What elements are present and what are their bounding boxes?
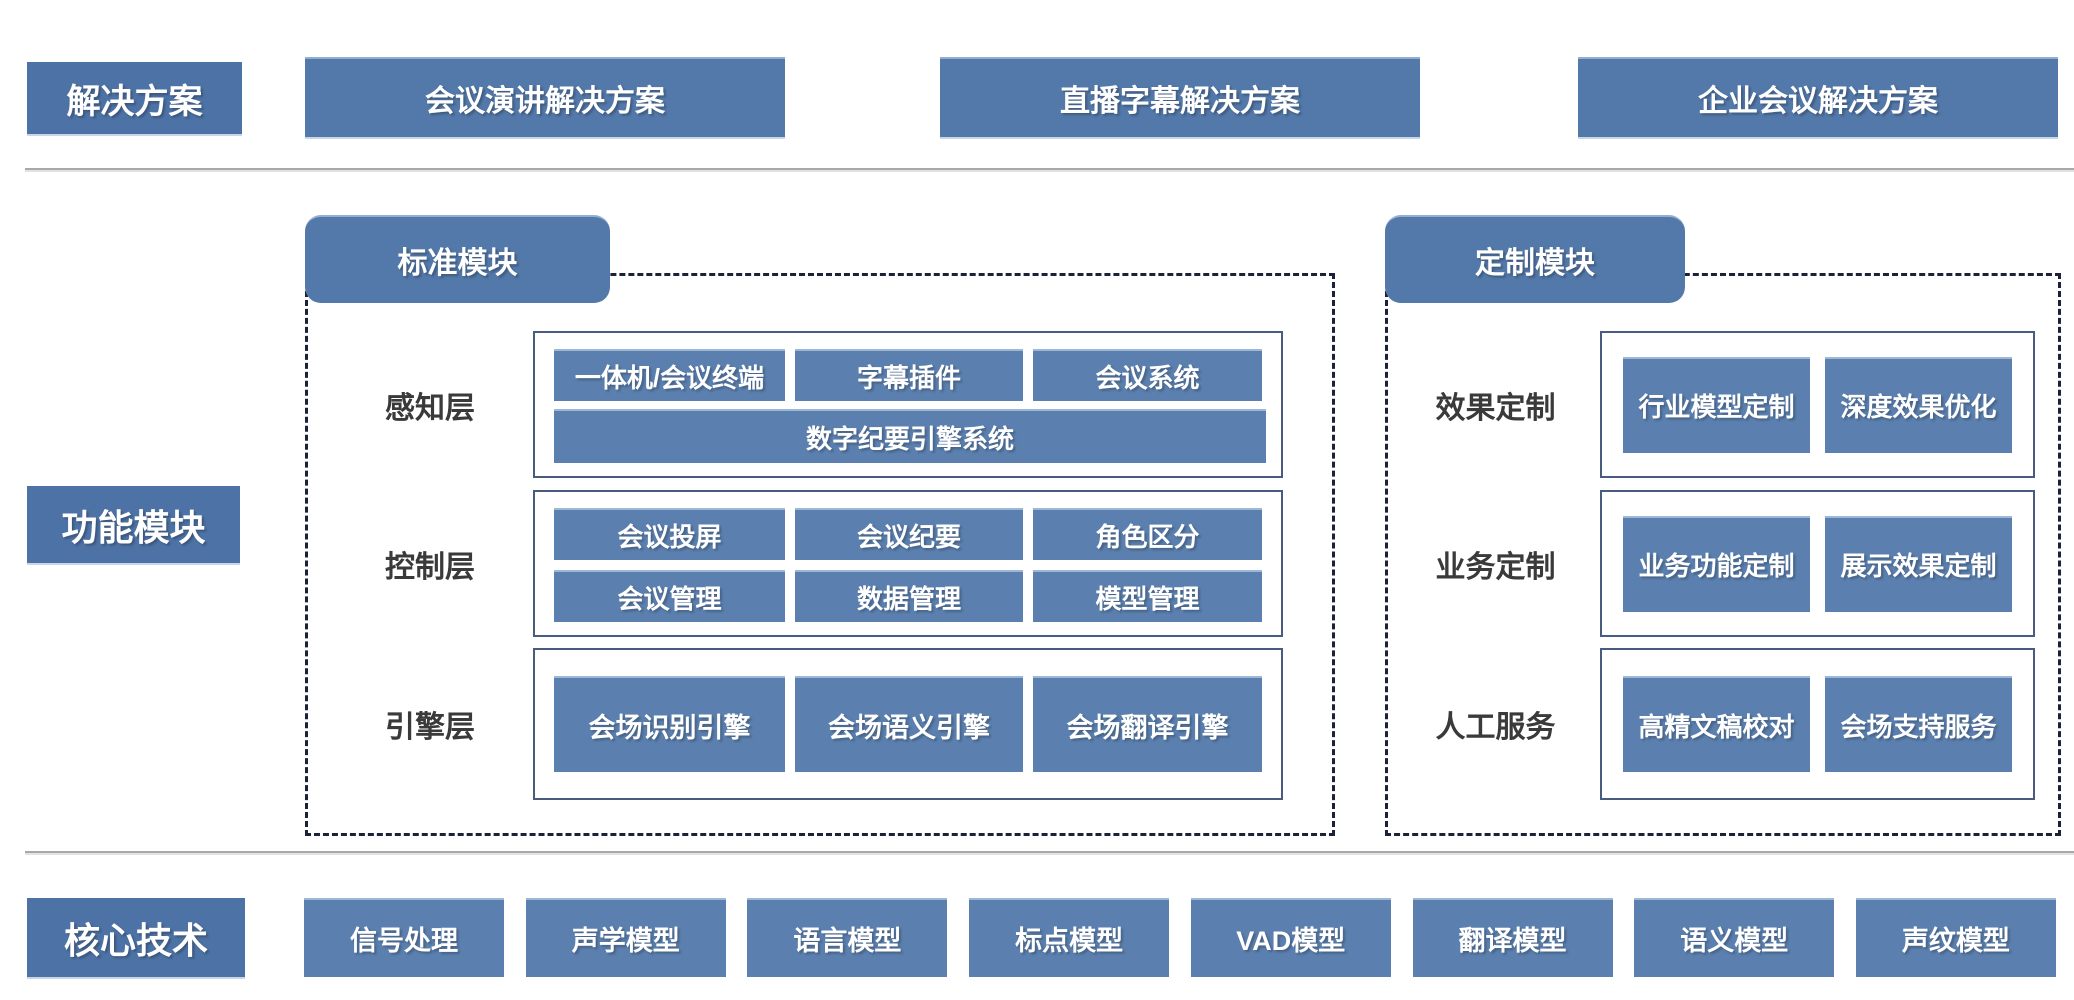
business-panel: 业务功能定制 展示效果定制 <box>1600 490 2035 637</box>
solution-box-1: 会议演讲解决方案 <box>305 57 785 139</box>
feature-box: 会议管理 <box>554 570 785 622</box>
custom-label-business: 业务定制 <box>1435 550 1556 584</box>
feature-box: 业务功能定制 <box>1623 515 1810 612</box>
feature-box: 字幕插件 <box>795 349 1023 401</box>
feature-box: 一体机/会议终端 <box>554 349 785 401</box>
feature-box: 会场翻译引擎 <box>1033 676 1262 772</box>
custom-module-panel <box>1385 273 2061 836</box>
custom-label-manual: 人工服务 <box>1435 711 1556 744</box>
feature-box-wide: 数字纪要引擎系统 <box>554 409 1266 463</box>
tech-box: 语言模型 <box>747 898 948 977</box>
solution-box-2: 直播字幕解决方案 <box>940 57 1420 139</box>
divider-bottom <box>25 851 2074 853</box>
tech-box: 翻译模型 <box>1412 898 1613 977</box>
tech-box: 标点模型 <box>969 898 1170 977</box>
feature-box: 会场识别引擎 <box>554 676 785 772</box>
feature-box: 行业模型定制 <box>1623 356 1810 453</box>
manual-service-panel: 高精文稿校对 会场支持服务 <box>1600 648 2035 800</box>
feature-box: 会场语义引擎 <box>795 676 1023 772</box>
custom-label-effect: 效果定制 <box>1435 391 1556 425</box>
feature-box: 高精文稿校对 <box>1623 676 1810 772</box>
feature-box: 会议系统 <box>1033 349 1262 401</box>
modules-row-label: 功能模块 <box>27 486 240 565</box>
engine-panel: 会场识别引擎 会场语义引擎 会场翻译引擎 <box>533 648 1283 800</box>
technologies-row-label: 核心技术 <box>27 898 245 979</box>
feature-box: 会议纪要 <box>795 508 1023 560</box>
feature-box: 展示效果定制 <box>1825 515 2012 612</box>
tech-box: 信号处理 <box>304 898 504 977</box>
custom-module-tab: 定制模块 <box>1385 215 1685 303</box>
control-panel: 会议投屏 会议纪要 角色区分 会议管理 数据管理 模型管理 <box>533 490 1283 637</box>
tech-box: 声学模型 <box>525 898 726 977</box>
feature-box: 深度效果优化 <box>1825 356 2012 453</box>
divider-top <box>25 168 2074 170</box>
tech-box: 语义模型 <box>1634 898 1835 977</box>
feature-box: 数据管理 <box>795 570 1023 622</box>
feature-box: 会议投屏 <box>554 508 785 560</box>
solutions-row-label: 解决方案 <box>27 62 242 136</box>
feature-box: 会场支持服务 <box>1825 676 2012 772</box>
standard-module-panel <box>305 273 1335 836</box>
tech-box: 声纹模型 <box>1855 898 2056 977</box>
solution-box-3: 企业会议解决方案 <box>1578 57 2058 139</box>
layer-label-perception: 感知层 <box>385 391 475 425</box>
tech-box-row: 信号处理 声学模型 语言模型 标点模型 VAD模型 翻译模型 语义模型 声纹模型 <box>304 898 2056 977</box>
standard-module-tab: 标准模块 <box>305 215 610 303</box>
layer-label-control: 控制层 <box>385 550 475 584</box>
perception-panel: 一体机/会议终端 字幕插件 会议系统 数字纪要引擎系统 <box>533 331 1283 478</box>
tech-box: VAD模型 <box>1190 898 1391 977</box>
feature-box: 角色区分 <box>1033 508 1262 560</box>
feature-box: 模型管理 <box>1033 570 1262 622</box>
effect-panel: 行业模型定制 深度效果优化 <box>1600 331 2035 478</box>
layer-label-engine: 引擎层 <box>385 711 475 744</box>
